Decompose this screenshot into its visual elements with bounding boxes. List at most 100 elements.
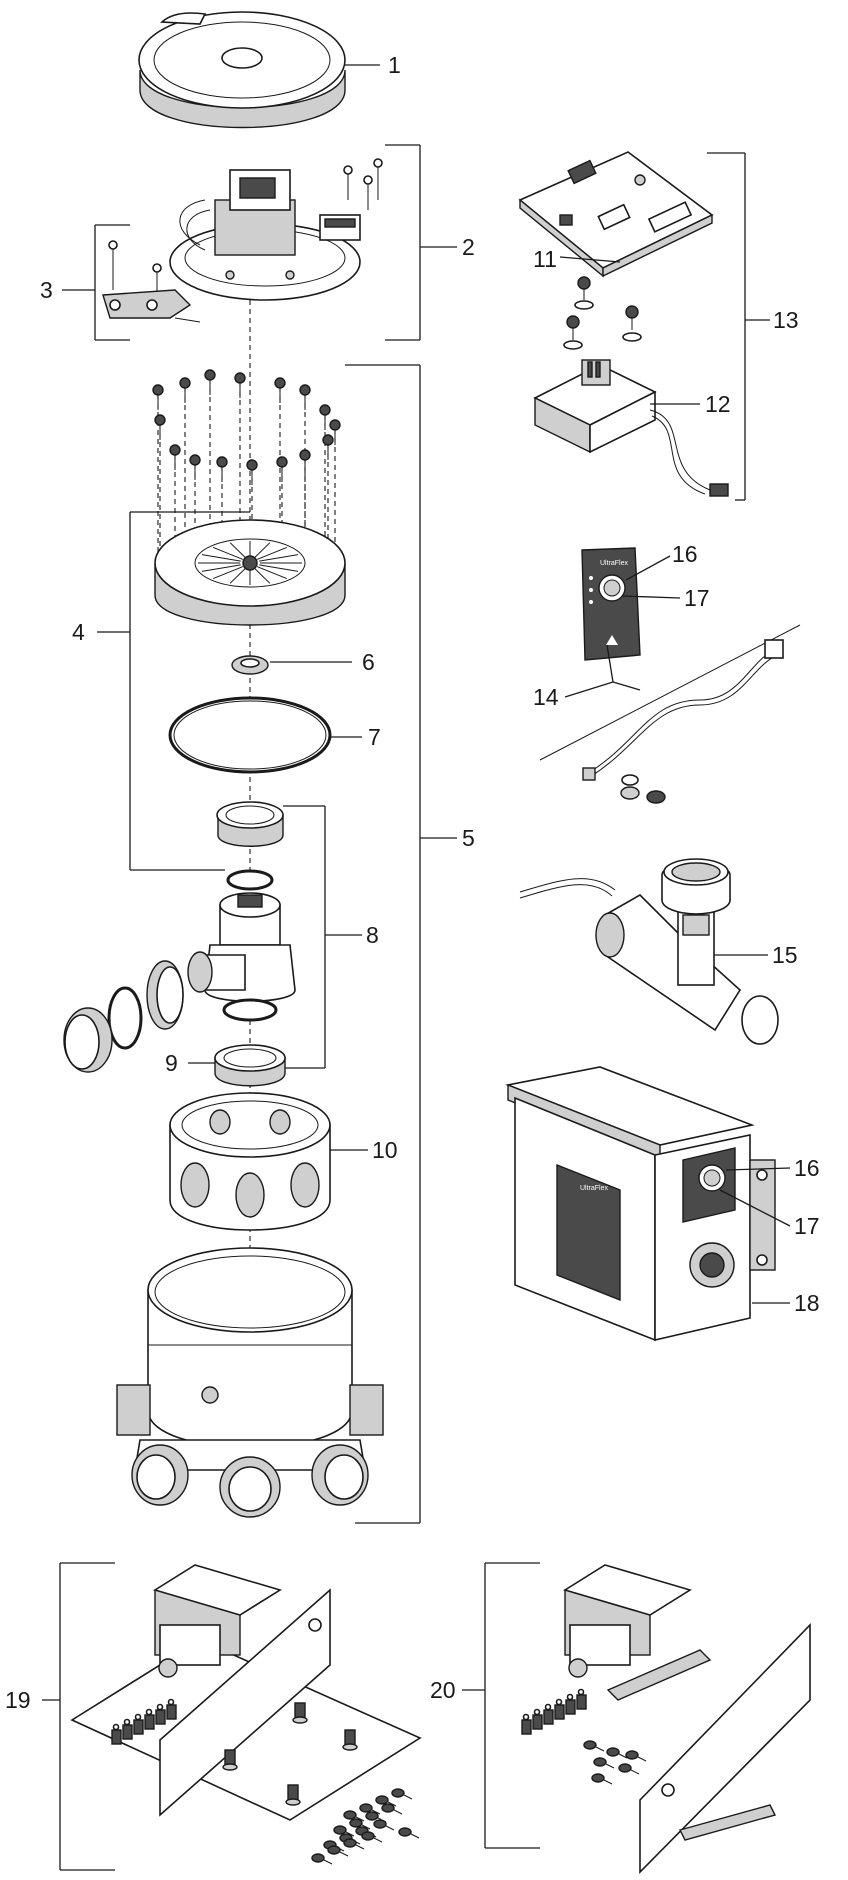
callout-15: 15	[772, 942, 798, 968]
screw-head	[319, 404, 331, 416]
terminal-screw	[566, 1693, 574, 1701]
screw-head	[234, 372, 246, 384]
standoff-base	[285, 1798, 301, 1806]
terminal-screw	[544, 1703, 552, 1711]
hardware-nut	[327, 1845, 341, 1855]
terminal-block	[543, 1709, 554, 1725]
callout-2: 2	[462, 234, 475, 260]
hardware-nut	[591, 1773, 605, 1783]
cover-spoke	[229, 567, 247, 584]
flow-cell-part	[519, 858, 779, 1045]
terminal-block	[111, 1729, 122, 1745]
hardware-screw	[403, 1794, 413, 1800]
callout-16b: 16	[794, 1155, 820, 1181]
hardware-screw	[385, 1825, 395, 1831]
hardware-nut	[365, 1811, 379, 1821]
cover-spoke	[256, 566, 287, 580]
hardware-nut	[349, 1818, 363, 1828]
screw-head	[216, 456, 228, 468]
cover-spoke	[253, 567, 271, 584]
module-part	[533, 359, 729, 497]
callout-8: 8	[366, 922, 379, 948]
callout-1: 1	[388, 52, 401, 78]
terminal-block	[133, 1719, 144, 1735]
hardware-nut	[398, 1827, 412, 1837]
transformer-kit-part	[521, 1564, 811, 1874]
lid-part	[138, 11, 346, 129]
screw-head	[154, 414, 166, 426]
faceplate-brand: UltraFlex	[600, 560, 629, 567]
standoff-base	[292, 1716, 308, 1724]
terminal-block	[532, 1714, 543, 1730]
valve-cover-part	[154, 519, 346, 626]
control-box-part: UltraFlex	[505, 1066, 776, 1342]
callout-20: 20	[430, 1677, 456, 1703]
bushing-part	[231, 655, 269, 675]
terminal-screw	[167, 1698, 175, 1706]
hardware-screw	[595, 1746, 605, 1752]
small-o-ring-lower	[222, 998, 278, 1022]
terminal-screw	[533, 1708, 541, 1716]
hardware-screw	[410, 1833, 420, 1839]
terminal-block	[554, 1704, 565, 1720]
hardware-screw	[371, 1809, 381, 1815]
cable-harness-part	[539, 624, 801, 804]
terminal-block	[122, 1724, 133, 1740]
screw-head	[179, 377, 191, 389]
standoff-base	[222, 1763, 238, 1771]
hardware-screw	[355, 1816, 365, 1822]
screw-head	[204, 369, 216, 381]
terminal-screw	[112, 1723, 120, 1731]
standoff-base	[342, 1743, 358, 1751]
terminal-block	[521, 1719, 532, 1735]
screw-set	[152, 369, 341, 555]
hardware-nut	[391, 1788, 405, 1798]
terminal-screw	[156, 1703, 164, 1711]
terminal-block	[565, 1699, 576, 1715]
cover-spoke	[229, 542, 247, 559]
callout-11: 11	[533, 246, 557, 272]
callout-19: 19	[5, 1687, 31, 1713]
callout-18: 18	[794, 1290, 820, 1316]
hardware-screw	[630, 1769, 640, 1775]
screw-head	[299, 384, 311, 396]
transformer-panel-part	[70, 1564, 422, 1865]
callout-17b: 17	[794, 1213, 820, 1239]
hardware-nut	[343, 1838, 357, 1848]
callout-6: 6	[362, 649, 375, 675]
hardware-screw	[387, 1801, 397, 1807]
callout-14: 14	[533, 684, 559, 710]
basket-part	[169, 1092, 331, 1231]
seal-ring-lower-part	[214, 1044, 286, 1087]
terminal-screw	[123, 1718, 131, 1726]
board-screws	[563, 276, 642, 350]
hardware-nut	[593, 1757, 607, 1767]
callout-10: 10	[372, 1137, 398, 1163]
hardware-screw	[603, 1779, 613, 1785]
hardware-nut	[373, 1819, 387, 1829]
valve-base-part	[116, 1247, 384, 1518]
terminal-screw	[577, 1688, 585, 1696]
hardware-nut	[375, 1795, 389, 1805]
callout-17a: 17	[684, 585, 710, 611]
cover-spoke	[213, 566, 244, 580]
cover-spoke	[213, 546, 244, 560]
screw-head	[276, 456, 288, 468]
cover-spoke	[256, 546, 287, 560]
cover-spoke	[253, 542, 271, 559]
terminal-block	[166, 1704, 177, 1720]
terminal-block	[144, 1714, 155, 1730]
hardware-screw	[393, 1809, 403, 1815]
callout-5: 5	[462, 825, 475, 851]
hardware-screw	[605, 1763, 615, 1769]
hardware-nut	[311, 1853, 325, 1863]
callout-16a: 16	[672, 541, 698, 567]
hardware-nut	[606, 1747, 620, 1757]
hardware-nut	[359, 1803, 373, 1813]
callout-7: 7	[368, 724, 381, 750]
union-fittings	[63, 960, 184, 1073]
cover-spoke	[259, 564, 299, 572]
callout-4: 4	[72, 619, 85, 645]
hardware-nut	[333, 1825, 347, 1835]
